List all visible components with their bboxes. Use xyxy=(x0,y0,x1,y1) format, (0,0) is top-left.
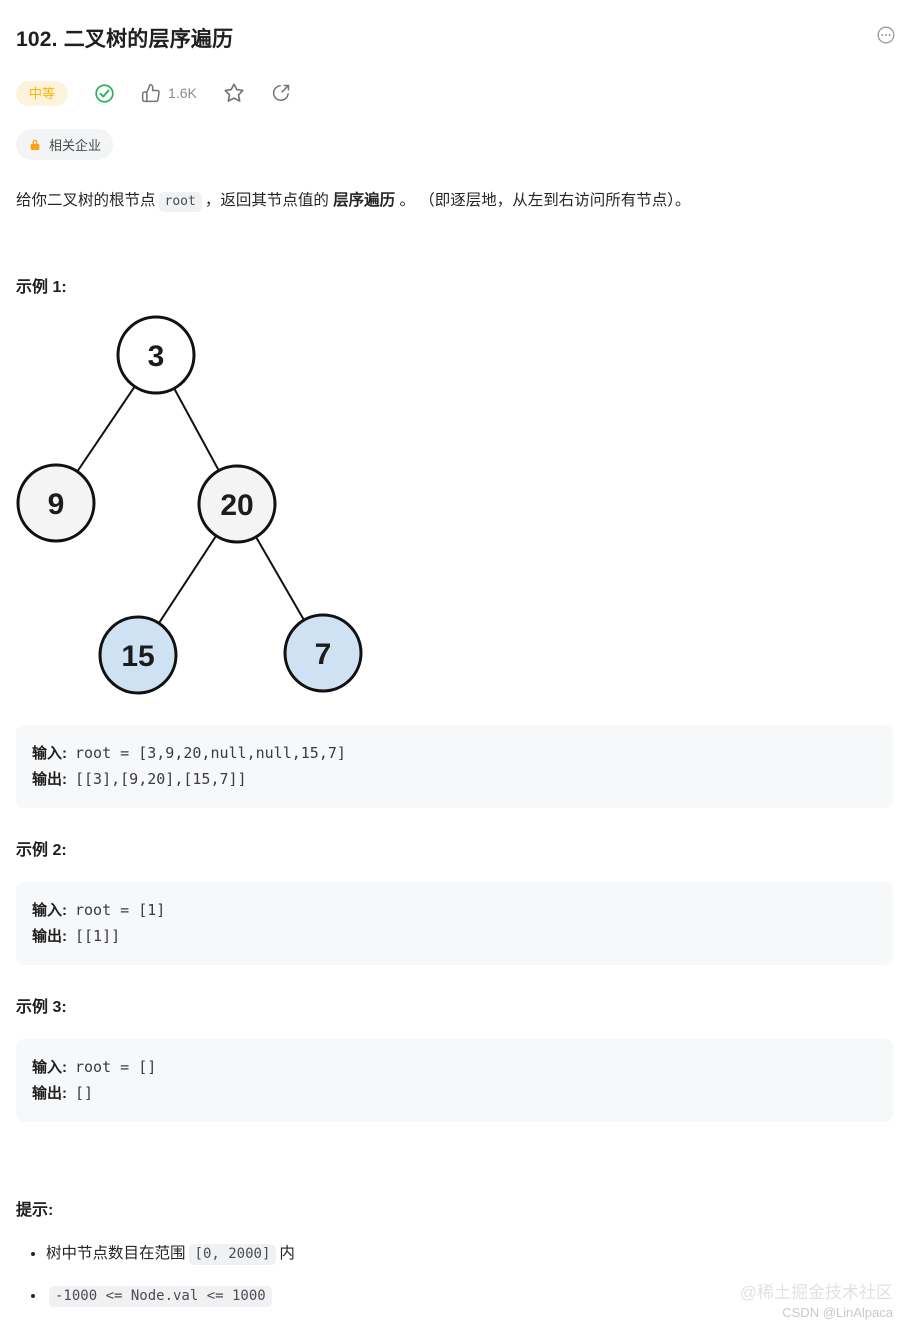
constraint-text: 内 xyxy=(279,1245,295,1263)
inline-code-root: root xyxy=(158,192,202,212)
watermark-line2: CSDN @LinAlpaca xyxy=(782,1305,893,1321)
tree-node-circle-3 xyxy=(116,315,196,395)
constraint-code: [0, 2000] xyxy=(188,1244,277,1266)
example-3-io-block: 输入: root = [] 输出: [] xyxy=(16,1039,893,1123)
input-label: 输入: xyxy=(32,745,67,763)
example-output-value: [] xyxy=(75,1083,94,1102)
constraint-code: -1000 <= Node.val <= 1000 xyxy=(49,1286,272,1308)
share-icon xyxy=(272,84,290,102)
share-button[interactable] xyxy=(271,83,291,103)
example-output-line: 输出: [] xyxy=(32,1081,877,1107)
example-input-line: 输入: root = [3,9,20,null,null,15,7] xyxy=(32,741,877,767)
output-label: 输出: xyxy=(32,927,67,945)
example-2-heading: 示例 2: xyxy=(16,842,67,860)
example-1-heading: 示例 1: xyxy=(16,279,67,297)
lock-icon xyxy=(30,139,40,150)
example-input-value: root = [1] xyxy=(75,901,166,920)
binary-tree-figure: 3 9 20 15 7 xyxy=(16,315,363,695)
example-3-heading: 示例 3: xyxy=(16,999,67,1017)
more-options-button[interactable] xyxy=(876,25,896,45)
meta-row: 中等 1.6K xyxy=(16,79,893,107)
related-companies-tag[interactable]: 相关企业 xyxy=(16,129,114,160)
check-circle-icon xyxy=(95,83,114,103)
tree-node-value: 15 xyxy=(121,640,154,673)
favorite-button[interactable] xyxy=(223,82,245,104)
description-text: ，返回其节点值的 xyxy=(204,192,334,209)
output-label: 输出: xyxy=(32,770,67,788)
tree-node-circle-20 xyxy=(197,464,277,544)
example-1-io-block: 输入: root = [3,9,20,null,null,15,7] 输出: [[3… xyxy=(16,725,893,809)
constraints-list: 树中节点数目在范围[0, 2000]内 -1000 <= Node.val <=… xyxy=(16,1242,893,1308)
output-label: 输出: xyxy=(32,1084,67,1102)
company-row: 相关企业 xyxy=(16,129,893,160)
solved-status xyxy=(94,83,115,104)
example-input-line: 输入: root = [] xyxy=(32,1055,877,1081)
constraints-heading: 提示: xyxy=(16,1202,54,1220)
description-text: 。 （即逐层地，从左到右访问所有节点）。 xyxy=(395,192,691,209)
tree-node-circle-7 xyxy=(283,613,363,693)
tree-node-circle-9 xyxy=(16,463,96,543)
tree-node-value: 9 xyxy=(48,488,65,521)
constraint-item: -1000 <= Node.val <= 1000 xyxy=(46,1284,893,1308)
ellipsis-circle-icon xyxy=(877,26,895,44)
like-count: 1.6K xyxy=(168,85,197,101)
tree-node-value: 20 xyxy=(220,489,253,522)
example-input-value: root = [] xyxy=(75,1058,157,1077)
example-2-io-block: 输入: root = [1] 输出: [[1]] xyxy=(16,882,893,966)
example-input-value: root = [3,9,20,null,null,15,7] xyxy=(75,744,346,763)
difficulty-badge: 中等 xyxy=(16,80,69,106)
tree-node-value: 3 xyxy=(148,340,165,373)
like-button[interactable]: 1.6K xyxy=(141,83,197,103)
constraint-item: 树中节点数目在范围[0, 2000]内 xyxy=(46,1242,893,1266)
description-bold-term: 层序遍历 xyxy=(333,192,396,209)
example-output-value: [[1]] xyxy=(75,926,121,945)
page-title: 102. 二叉树的层序遍历 xyxy=(16,28,234,51)
watermark: @稀土掘金技术社区 CSDN @LinAlpaca xyxy=(740,1282,893,1322)
input-label: 输入: xyxy=(32,1059,67,1077)
example-input-line: 输入: root = [1] xyxy=(32,898,877,924)
star-icon xyxy=(224,83,244,102)
description-text: 给你二叉树的根节点 xyxy=(16,192,156,209)
thumbs-up-icon xyxy=(141,83,160,103)
tree-node-value: 7 xyxy=(315,638,332,671)
example-output-value: [[3],[9,20],[15,7]] xyxy=(75,769,247,788)
input-label: 输入: xyxy=(32,902,67,920)
example-output-line: 输出: [[3],[9,20],[15,7]] xyxy=(32,767,877,793)
watermark-line1: @稀土掘金技术社区 xyxy=(739,1282,893,1302)
constraint-text: 树中节点数目在范围 xyxy=(46,1245,186,1263)
example-output-line: 输出: [[1]] xyxy=(32,924,877,950)
tree-node-circle-15 xyxy=(98,615,178,695)
related-companies-label: 相关企业 xyxy=(49,138,102,153)
